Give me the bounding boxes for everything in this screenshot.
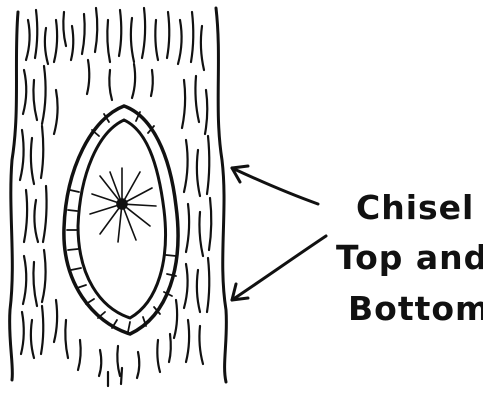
trunk-right-edge bbox=[216, 8, 226, 382]
annotation-line-1: Chisel bbox=[356, 191, 474, 224]
annotation-line-3: Bottom bbox=[348, 292, 483, 325]
arrow-to-bottom bbox=[232, 236, 326, 300]
trunk-left-edge bbox=[10, 12, 18, 380]
wound-inner-edge bbox=[78, 120, 166, 318]
arrow-to-top bbox=[232, 166, 318, 204]
annotation-line-2: Top and bbox=[336, 241, 483, 274]
wound-center-starburst bbox=[90, 168, 156, 242]
